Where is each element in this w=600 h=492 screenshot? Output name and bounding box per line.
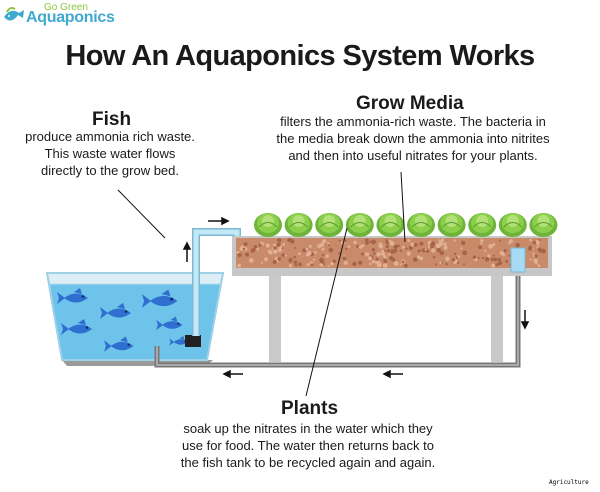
logo-name: Aquaponics	[26, 9, 115, 26]
lettuce-plant	[254, 213, 282, 237]
grow-media-line: filters the ammonia-rich waste. The bact…	[280, 114, 546, 129]
fish-line: directly to the grow bed.	[40, 163, 180, 178]
plants-line: soak up the nitrates in the water which …	[183, 421, 433, 436]
grow-media-line: and then into useful nitrates for your p…	[288, 148, 538, 163]
fish-icon	[141, 289, 178, 308]
lettuce-row	[254, 213, 558, 237]
fish-pointer	[117, 189, 166, 239]
plants-line: use for food. The water then returns bac…	[182, 438, 434, 453]
pump	[185, 335, 201, 347]
grow-bed	[232, 236, 552, 276]
return-pipe	[154, 276, 521, 368]
lettuce-plant	[437, 213, 466, 237]
grow-bed-leg-right	[491, 276, 503, 362]
fish-heading: Fish	[92, 109, 132, 130]
lettuce-plant	[284, 213, 313, 237]
fish-icon	[61, 319, 92, 335]
flow-arrows	[182, 216, 530, 379]
plants-heading: Plants	[281, 398, 339, 419]
fish-line: produce ammonia rich waste.	[25, 129, 195, 144]
arrow-right-icon	[208, 216, 230, 226]
lettuce-plant	[407, 213, 435, 237]
arrow-down-icon	[520, 310, 530, 330]
grow-media-pointer	[400, 171, 406, 243]
fish-icon	[156, 316, 183, 331]
plants-description: soak up the nitrates in the water which …	[158, 420, 458, 471]
fish-icon	[57, 288, 88, 304]
fish-group	[57, 288, 188, 352]
fish-line: This waste water flows	[44, 146, 176, 161]
plants-pointer	[305, 227, 348, 397]
fish-icon	[100, 303, 131, 319]
fish-icon	[104, 336, 134, 352]
page-title: How An Aquaponics System Works	[65, 40, 535, 72]
standpipe	[510, 247, 526, 273]
logo-tagline: Go Green	[44, 2, 88, 13]
fish-logo-icon	[4, 7, 24, 21]
lettuce-plant	[529, 213, 558, 237]
grow-bed-leg-left	[269, 276, 281, 362]
arrow-left-icon	[222, 369, 243, 379]
lettuce-plant	[315, 213, 344, 237]
grow-media-description: filters the ammonia-rich waste. The bact…	[256, 113, 570, 164]
logo: Go Green Aquaponics	[2, 2, 132, 28]
arrow-left-icon	[382, 369, 403, 379]
lettuce-plant	[498, 213, 527, 237]
fish-description: produce ammonia rich waste. This waste w…	[0, 128, 220, 179]
arrow-up-icon	[182, 241, 192, 262]
grow-media-line: the media break down the ammonia into ni…	[276, 131, 550, 146]
corner-tag: Agriculture	[549, 479, 589, 486]
lettuce-plant	[345, 213, 374, 237]
lettuce-plant	[468, 213, 497, 237]
pointer-lines	[117, 171, 406, 397]
plants-line: the fish tank to be recycled again and a…	[180, 455, 436, 470]
grow-media-heading: Grow Media	[356, 93, 464, 114]
lettuce-plant	[376, 213, 405, 237]
